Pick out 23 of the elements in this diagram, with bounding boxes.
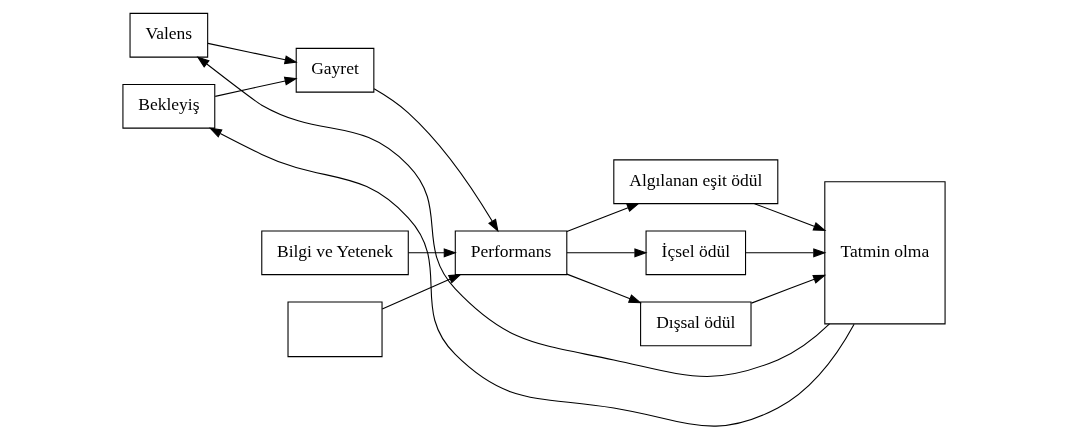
node-box: Performans — [454, 229, 567, 275]
arrow — [373, 87, 499, 232]
arrow — [407, 247, 457, 257]
node-box: Valens — [129, 12, 208, 58]
arrow — [214, 76, 298, 97]
node-box — [286, 300, 383, 357]
arrow — [565, 273, 642, 303]
arrow — [208, 127, 855, 427]
node-box: Bekleyiş — [121, 83, 215, 129]
arrow — [206, 42, 298, 64]
arrow — [565, 202, 640, 232]
arrow — [196, 55, 830, 377]
node-box: İçsel ödül — [645, 229, 746, 275]
arrow — [565, 247, 647, 257]
node-box: Bilgi ve Yetenek — [260, 229, 409, 275]
arrow — [753, 202, 826, 231]
node-box: Gayret — [295, 47, 374, 93]
arrow — [744, 247, 826, 257]
arrow — [381, 273, 462, 310]
node-box: Algılanan eşit ödül — [612, 158, 778, 204]
arrow — [750, 274, 826, 304]
node-box: Dışsal ödül — [639, 300, 752, 346]
node-box: Tatmin olma — [823, 180, 946, 324]
